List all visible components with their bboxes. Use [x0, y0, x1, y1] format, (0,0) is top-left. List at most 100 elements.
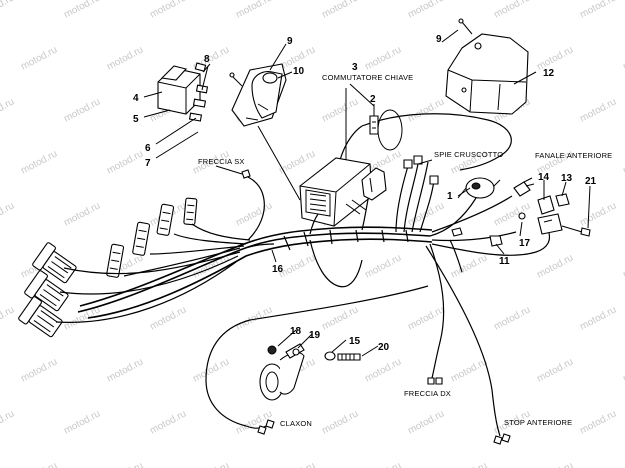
callout-21: 21 [585, 176, 597, 187]
watermark-text: motod.ru [363, 44, 403, 72]
caption-freccia-dx: FRECCIA DX [404, 389, 451, 398]
watermark-text: motod.ru [363, 460, 403, 468]
watermark-text: motod.ru [0, 200, 16, 228]
watermark-text: motod.ru [363, 252, 403, 280]
caption-fanale-anteriore: FANALE ANTERIORE [535, 151, 612, 160]
watermark-text: motod.ru [148, 408, 188, 436]
watermark-text: motod.ru [406, 0, 446, 21]
watermark-text: motod.ru [105, 356, 145, 384]
watermark-text: motod.ru [0, 304, 16, 332]
callout-20: 20 [378, 342, 390, 353]
watermark-text: motod.ru [535, 252, 575, 280]
caption-commutatore-chiave: COMMUTATORE CHIAVE [322, 73, 413, 82]
watermark-text: motod.ru [578, 408, 618, 436]
watermark-text: motod.ru [535, 460, 575, 468]
watermark-text: motod.ru [578, 200, 618, 228]
watermark-text: motod.ru [191, 460, 231, 468]
watermark-text: motod.ru [492, 200, 532, 228]
watermark-text: motod.ru [0, 96, 16, 124]
watermark-text: motod.ru [105, 44, 145, 72]
watermark-text: motod.ru [234, 200, 274, 228]
callout-9-left: 9 [287, 36, 293, 47]
watermark-text: motod.ru [492, 0, 532, 21]
watermark-text: motod.ru [19, 44, 59, 72]
captions: COMMUTATORE CHIAVE FRECCIA SX SPIE CRUSC… [198, 73, 612, 428]
watermark-text: motod.ru [105, 460, 145, 468]
watermark-text: motod.ru [19, 356, 59, 384]
callout-10: 10 [293, 66, 305, 77]
watermark-text: motod.ru [62, 0, 102, 21]
caption-spie-cruscotto: SPIE CRUSCOTTO [434, 150, 503, 159]
callout-5: 5 [133, 114, 139, 125]
key-switch [361, 106, 403, 201]
caption-claxon: CLAXON [280, 419, 312, 428]
watermark-text: motod.ru [406, 200, 446, 228]
callout-14: 14 [538, 172, 550, 183]
callout-6: 6 [145, 143, 151, 154]
caption-freccia-sx: FRECCIA SX [198, 157, 245, 166]
watermark-text: motod.ru [19, 460, 59, 468]
callout-15: 15 [349, 336, 361, 347]
watermark-text: motod.ru [406, 408, 446, 436]
left-connectors [18, 197, 198, 338]
watermark-text: motod.ru [406, 304, 446, 332]
watermark-text: motod.ru [621, 252, 625, 280]
watermark-text: motod.ru [320, 304, 360, 332]
indicator-unit [457, 177, 535, 199]
watermark-text: motod.ru [62, 200, 102, 228]
watermark-text: motod.ru [406, 96, 446, 124]
clip-11 [451, 227, 503, 247]
watermark-text: motod.ru [0, 408, 16, 436]
leader-lines [143, 29, 591, 357]
watermark-text: motod.ru [363, 356, 403, 384]
horn [259, 343, 361, 401]
watermark-text: motod.ru [621, 460, 625, 468]
watermark-text: motod.ru [277, 148, 317, 176]
watermark-text: motod.ru [320, 96, 360, 124]
relay-part [157, 62, 209, 122]
watermark-text: motod.ru [148, 304, 188, 332]
callout-16: 16 [272, 264, 284, 275]
watermark-text: motod.ru [19, 148, 59, 176]
callout-1: 1 [447, 191, 453, 202]
watermark-text: motod.ru [234, 0, 274, 21]
watermark-text: motod.ru [621, 148, 625, 176]
caption-stop-anteriore: STOP ANTERIORE [504, 418, 572, 427]
callout-18: 18 [290, 326, 302, 337]
cdi-unit [299, 157, 373, 227]
watermark-text: motod.ru [492, 304, 532, 332]
bracket-part [229, 63, 287, 127]
callout-4: 4 [133, 93, 139, 104]
callout-9-right: 9 [436, 34, 442, 45]
callout-8: 8 [204, 54, 210, 65]
watermark-text: motod.ru [535, 356, 575, 384]
callout-12: 12 [543, 68, 555, 79]
watermark-text: motod.ru [148, 0, 188, 21]
watermark-text: motod.ru [105, 148, 145, 176]
callout-3: 3 [352, 62, 358, 73]
watermark-text: motod.ru [449, 460, 489, 468]
watermark-text: motod.ru [449, 252, 489, 280]
watermark-text: motod.ru [0, 0, 16, 21]
watermark-text: motod.ru [234, 304, 274, 332]
watermark-text: motod.ru [578, 304, 618, 332]
main-harness [55, 155, 551, 445]
watermark-text: motod.ru [535, 44, 575, 72]
watermark-text: motod.ru [62, 408, 102, 436]
watermark-text: motod.ru [320, 408, 360, 436]
watermark-text: motod.ru [191, 356, 231, 384]
callout-17: 17 [519, 238, 531, 249]
watermark-text: motod.ru [277, 460, 317, 468]
callouts: 1 2 3 4 5 6 7 8 9 9 10 11 12 13 14 15 16… [133, 34, 597, 353]
watermark-text: motod.ru [320, 0, 360, 21]
callout-19: 19 [309, 330, 321, 341]
watermark-text: motod.ru [578, 0, 618, 21]
watermark-text: motod.ru [578, 96, 618, 124]
watermark-text: motod.ru [449, 356, 489, 384]
front-light-parts [518, 193, 591, 237]
callout-7: 7 [145, 158, 151, 169]
dashboard-frame [309, 113, 512, 288]
cover-part [445, 18, 529, 115]
